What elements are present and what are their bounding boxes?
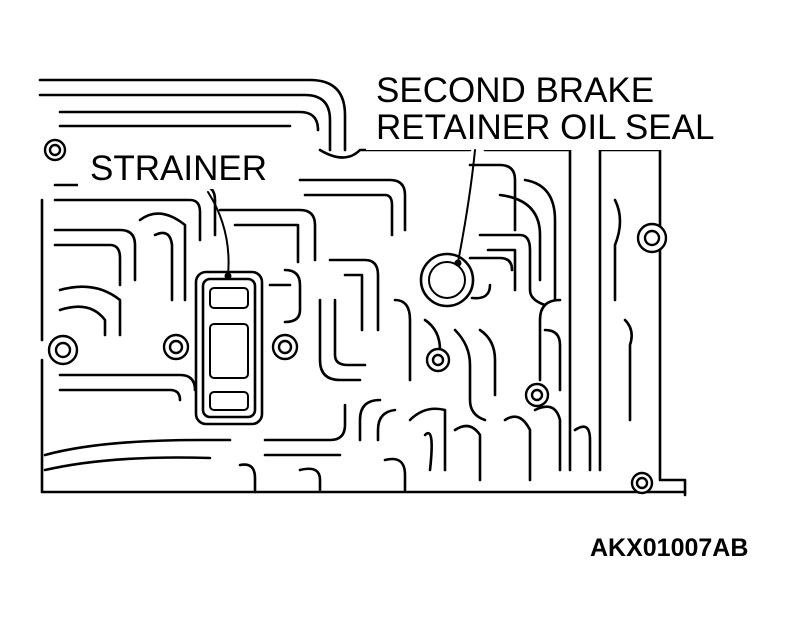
figure-code: AKX01007AB xyxy=(590,534,748,562)
bolt-hole xyxy=(47,334,79,366)
strainer xyxy=(194,270,264,426)
bolt-hole xyxy=(425,347,451,373)
strainer-callout: STRAINER xyxy=(78,147,298,280)
bolt-hole xyxy=(162,333,190,361)
oil-seal-label-line2: RETAINER OIL SEAL xyxy=(376,108,714,147)
oil-seal-callout: SECOND BRAKE RETAINER OIL SEAL xyxy=(366,68,746,267)
bolt-hole xyxy=(524,382,550,408)
fluid-passages xyxy=(43,110,633,494)
bolt-holes xyxy=(43,138,668,495)
strainer-label: STRAINER xyxy=(90,149,267,188)
bolt-hole xyxy=(43,138,67,162)
bolt-hole xyxy=(271,333,299,361)
bolt-hole xyxy=(630,471,654,495)
bolt-hole xyxy=(636,222,668,254)
oil-seal xyxy=(419,252,514,308)
oil-seal-label-line1: SECOND BRAKE xyxy=(376,71,654,110)
